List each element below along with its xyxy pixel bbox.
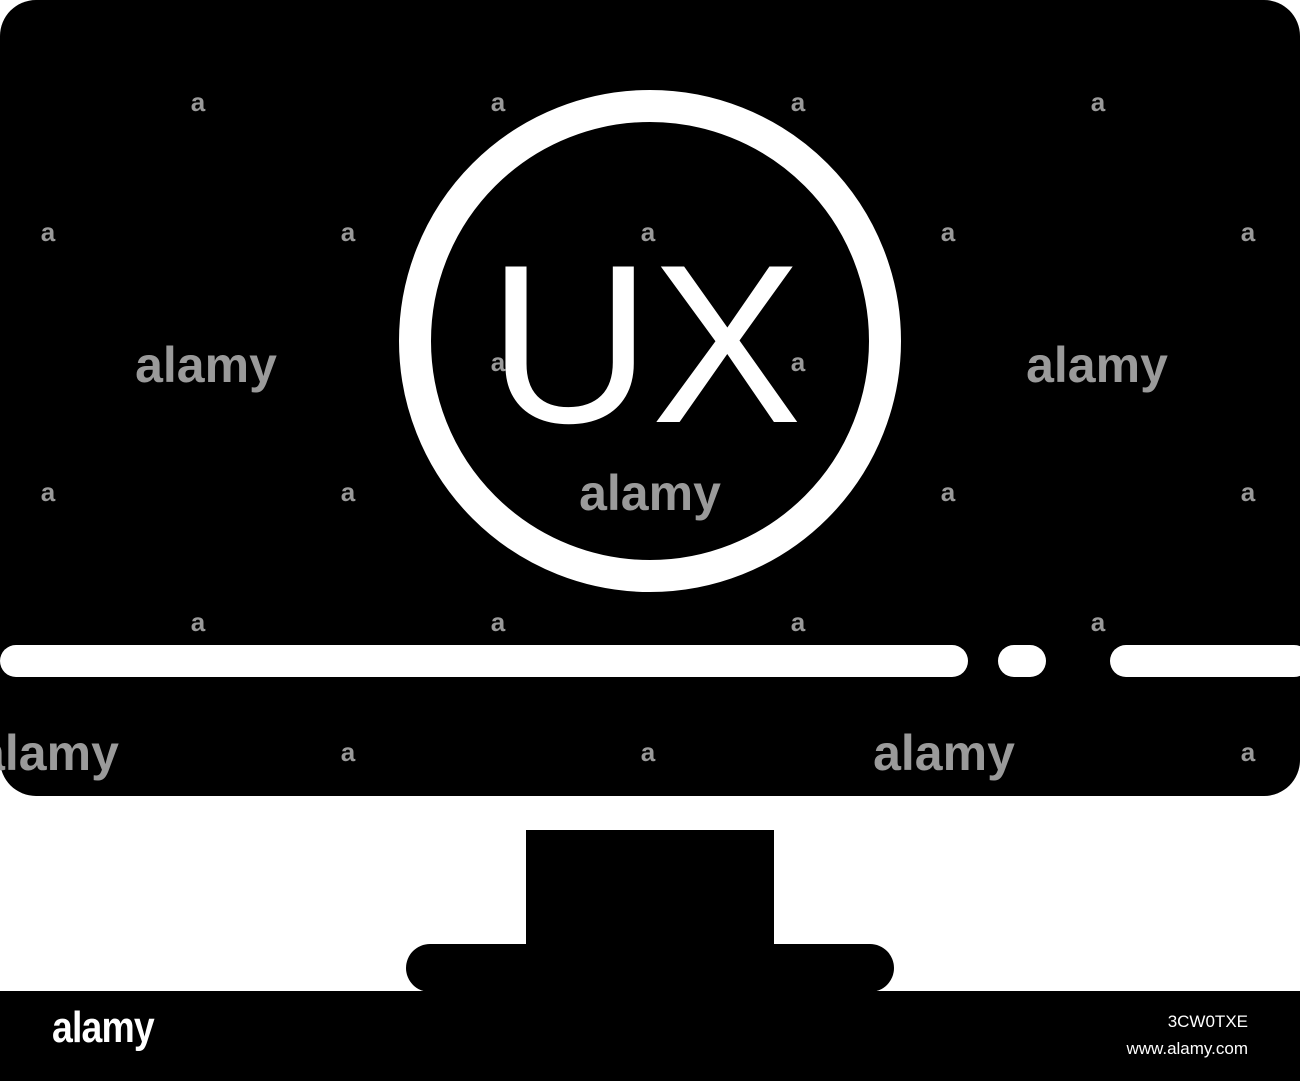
ux-label: UX <box>488 217 802 470</box>
watermark-marks: a a a a a a a a a a a a a a a a a a a a … <box>41 87 1256 767</box>
watermark-mark: a <box>491 87 506 117</box>
footer-logo: alamy <box>52 1003 155 1052</box>
watermark-mark: a <box>41 477 56 507</box>
monitor-screen <box>0 0 1300 796</box>
watermark-text: alamy <box>579 465 721 521</box>
watermark-text: alamy <box>873 725 1015 781</box>
watermark-mark: a <box>341 737 356 767</box>
watermark-mark: a <box>491 347 506 377</box>
bezel-line-left <box>0 645 968 677</box>
watermark-text: alamy <box>1026 337 1168 393</box>
watermark-mark: a <box>941 477 956 507</box>
watermark-mark: a <box>41 217 56 247</box>
monitor-icon <box>0 0 1300 992</box>
monitor-neck <box>526 830 774 960</box>
ux-badge-icon: UX <box>399 90 901 592</box>
watermark-mark: a <box>791 607 806 637</box>
watermark-mark: a <box>1091 607 1106 637</box>
bezel-line-right <box>1110 645 1300 677</box>
watermark-mark: a <box>341 477 356 507</box>
watermark-mark: a <box>341 217 356 247</box>
watermark-mark: a <box>191 87 206 117</box>
footer-bar <box>0 991 1300 1081</box>
watermark-mark: a <box>641 217 656 247</box>
site-url-label: www.alamy.com <box>1126 1039 1248 1058</box>
watermark-mark: a <box>191 607 206 637</box>
watermark-mark: a <box>791 347 806 377</box>
watermark-text: alamy <box>0 725 119 781</box>
watermark-mark: a <box>641 737 656 767</box>
watermark-mark: a <box>491 607 506 637</box>
watermark-mark: a <box>791 87 806 117</box>
watermark-words: alamy alamy alamy alamy alamy <box>0 337 1168 781</box>
watermark-mark: a <box>1241 477 1256 507</box>
watermark-mark: a <box>1091 87 1106 117</box>
watermark-text: alamy <box>135 337 277 393</box>
monitor-base <box>406 944 894 992</box>
ux-circle <box>399 90 901 592</box>
bezel-line-dot <box>998 645 1046 677</box>
watermark-mark: a <box>1241 737 1256 767</box>
watermark-mark: a <box>941 217 956 247</box>
image-id-label: 3CW0TXE <box>1167 1012 1248 1031</box>
watermark-mark: a <box>1241 217 1256 247</box>
